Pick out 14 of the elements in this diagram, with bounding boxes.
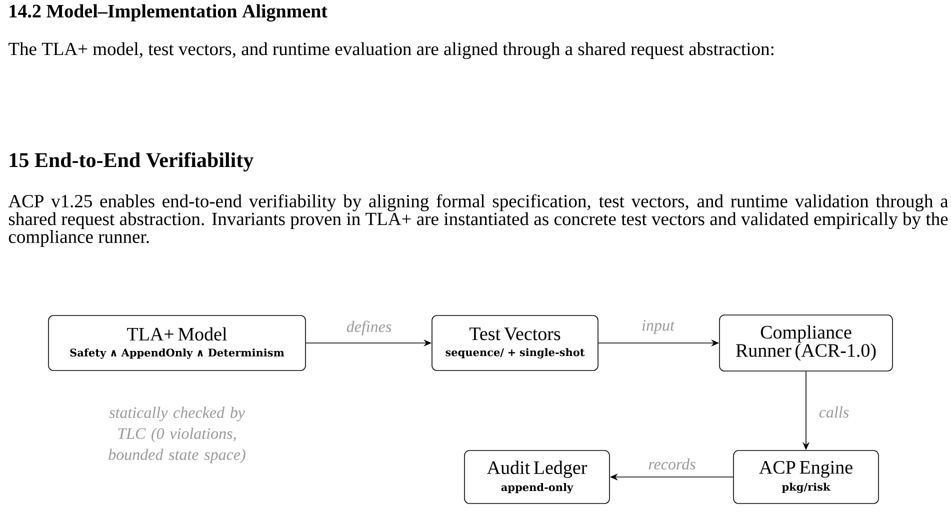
process-box: ACP Engine pkg/risk (733, 450, 879, 504)
process-box: TLA+ Model Safety ∧ AppendOnly ∧ Determinism (48, 315, 306, 371)
process-box: Test Vectors sequence/ + single-shot (432, 315, 598, 371)
edge-label: calls (818, 405, 850, 419)
annotation: statically checked by TLC (0 violations, bounded state space) (108, 406, 246, 464)
heading: 14.2 Model–Implementation Alignment (10, 4, 328, 22)
edge-label: records (647, 457, 697, 471)
process-box: Audit Ledger append-only (464, 450, 610, 504)
edge-label: input (640, 319, 676, 335)
paragraph: ACP v1.25 enables end-to-end verifiability by aligning formal specification, test vectors, and runtime validation through a shared request abstraction. Invariants proven in TLA+ are instantiated as concrete test vectors and validated empirically by the compliance runner. (8, 194, 948, 247)
paragraph: The TLA+ model, test vectors, and runtime evaluation are aligned through a shared request abstraction: (8, 42, 774, 60)
edge-label: defines (345, 320, 393, 336)
heading: 15 End-to-End Verifiability (10, 152, 254, 172)
process-box: Compliance Runner (ACR-1.0) (719, 314, 893, 372)
